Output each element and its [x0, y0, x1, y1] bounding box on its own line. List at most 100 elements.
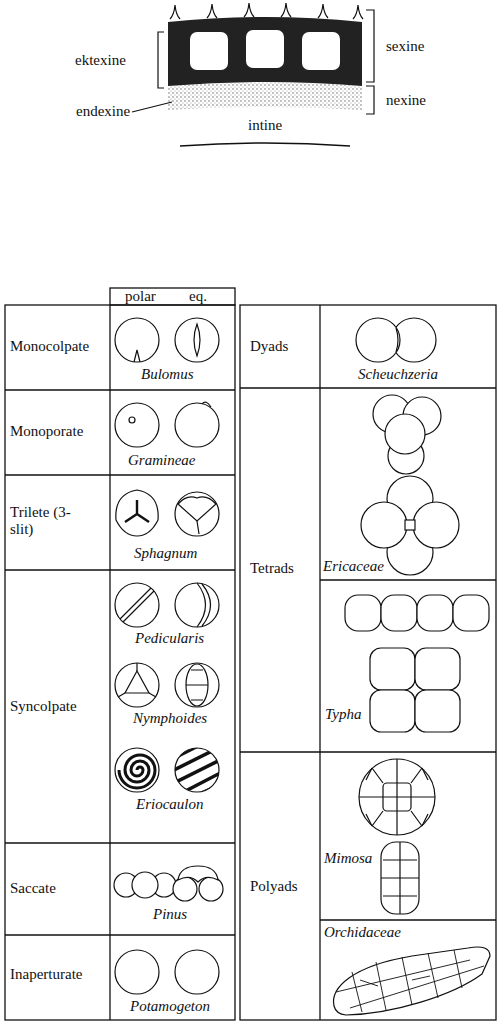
row-label: Saccate	[10, 880, 56, 897]
table-border	[5, 389, 235, 390]
wall-layer-label: ektexine	[75, 52, 126, 69]
trilete-mark	[125, 500, 149, 522]
row-label: Inaperturate	[10, 966, 82, 983]
pollen-grain	[175, 403, 219, 447]
pollen-grain	[370, 648, 415, 690]
table-border	[165, 288, 166, 305]
column-header: polar	[125, 288, 156, 305]
row-label: Dyads	[250, 338, 288, 355]
pollen-grain	[356, 318, 400, 362]
row-label: Monocolpate	[10, 338, 89, 355]
pollen-grain	[175, 950, 219, 994]
syncolpus	[125, 671, 149, 693]
grain-body	[132, 872, 158, 898]
species-name: Sphagnum	[134, 545, 197, 562]
pollen-grain	[417, 595, 453, 631]
spore	[116, 490, 158, 536]
pollen-grain	[361, 502, 407, 548]
wall-layer-label: intine	[248, 117, 282, 134]
polyad	[359, 759, 435, 835]
pollen-grain	[115, 583, 159, 627]
species-name: Pinus	[153, 906, 187, 923]
pollen-grain	[392, 318, 436, 362]
table-border	[320, 919, 496, 920]
wall-layer-label: endexine	[76, 103, 130, 120]
pollen-grain	[115, 748, 159, 792]
table-border	[110, 288, 235, 305]
spine	[244, 3, 254, 17]
species-name: Typha	[325, 706, 361, 723]
species-name: Orchidaceae	[324, 924, 401, 941]
leader-line	[132, 102, 172, 112]
table-border	[319, 305, 320, 1020]
colpus	[134, 350, 140, 362]
pollen-grain	[115, 318, 159, 362]
table-border	[5, 934, 235, 935]
pollen-grain	[175, 318, 219, 362]
table-border	[320, 579, 496, 580]
table-border	[5, 569, 235, 570]
species-name: Potamogeton	[130, 998, 210, 1015]
saccus	[173, 877, 197, 901]
table-border	[109, 305, 110, 1020]
ektexine-layer	[168, 17, 362, 86]
species-name: Nymphoides	[133, 710, 207, 727]
table-border	[5, 305, 235, 1020]
column-header: eq.	[189, 288, 207, 305]
bracket	[366, 10, 374, 82]
table-border	[240, 751, 496, 752]
spore	[175, 492, 219, 536]
pollen-grain	[415, 648, 460, 690]
syncolpus	[120, 588, 154, 622]
polyad	[381, 842, 419, 914]
pollen-grain	[115, 663, 159, 707]
spine	[170, 5, 180, 19]
row-label: Tetrads	[250, 560, 294, 577]
syncolpus	[118, 663, 156, 697]
pollen-grain	[115, 950, 159, 994]
ektexine-cavity	[190, 32, 228, 70]
wall-layer-label: sexine	[386, 38, 424, 55]
bracket	[158, 32, 164, 88]
species-name: Eriocaulon	[136, 796, 204, 813]
polyad-cell	[359, 759, 435, 835]
species-name: Ericaceae	[323, 558, 384, 575]
pollinium-net	[336, 950, 484, 1012]
species-name: Mimosa	[324, 850, 372, 867]
syncolpus	[186, 664, 208, 706]
spiral-aperture	[170, 740, 226, 800]
pore	[202, 402, 211, 407]
row-label: Syncolpate	[10, 698, 77, 715]
spine	[207, 4, 217, 18]
species-name: Scheuchzeria	[358, 366, 438, 383]
pollen-grain	[345, 595, 381, 631]
trilete-mark	[197, 521, 199, 534]
tetrad-center	[405, 520, 415, 530]
pollen-grain	[413, 502, 459, 548]
colpus	[194, 324, 200, 356]
pollen-grain	[175, 663, 219, 707]
pollinium	[334, 947, 490, 1015]
species-name: Gramineae	[128, 452, 196, 469]
table-border	[5, 474, 235, 475]
spine	[353, 5, 363, 19]
row-label: Monoporate	[10, 423, 83, 440]
species-name: Pedicularis	[135, 630, 204, 647]
spine	[281, 3, 291, 17]
intine-line	[180, 143, 350, 146]
table-border	[240, 305, 496, 1020]
pollen-grain	[370, 690, 415, 732]
polyad-cell	[381, 842, 419, 914]
ektexine-cavity	[302, 32, 340, 70]
spiral-aperture	[119, 755, 155, 788]
wall-layer-label: nexine	[386, 92, 426, 109]
ektexine-cavity	[246, 30, 284, 68]
pollen-grain	[115, 403, 159, 447]
table-border	[240, 387, 496, 388]
row-label: Polyads	[250, 878, 298, 895]
bracket	[366, 86, 374, 114]
table-border	[5, 842, 235, 843]
grain-junction	[396, 328, 398, 352]
